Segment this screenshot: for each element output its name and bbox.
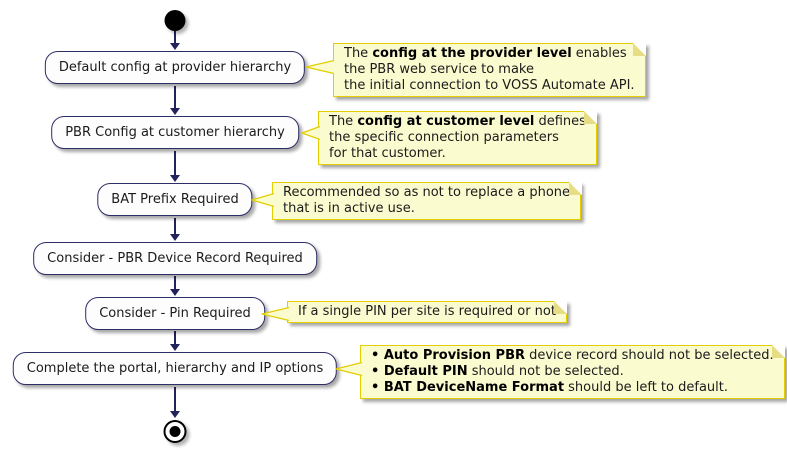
note-tail: [301, 125, 321, 141]
activity-consider-pin-required: Consider - Pin Required: [85, 297, 265, 330]
end-node: [163, 420, 187, 443]
activity-default-provider-config: Default config at provider hierarchy: [44, 51, 306, 84]
note-provider-config: The config at the provider level enables…: [333, 42, 646, 97]
flow-arrow: [170, 387, 180, 418]
flow-arrow: [170, 86, 180, 115]
start-node: [164, 10, 186, 31]
note-tail: [335, 361, 363, 377]
flow-arrow: [170, 218, 180, 241]
flow-arrow: [170, 31, 180, 50]
activity-pbr-customer-config: PBR Config at customer hierarchy: [51, 116, 299, 149]
note-portal-options: • Auto Provision PBR device record shoul…: [360, 344, 785, 399]
note-tail: [251, 192, 275, 208]
flow-arrow: [170, 331, 180, 351]
note-tail: [305, 59, 335, 75]
note-pin-required: If a single PIN per site is required or …: [287, 300, 568, 323]
activity-complete-portal-options: Complete the portal, hierarchy and IP op…: [12, 352, 338, 385]
note-bat-prefix: Recommended so as not to replace a phone…: [272, 181, 582, 220]
flow-arrow: [170, 151, 180, 182]
activity-consider-device-record: Consider - PBR Device Record Required: [33, 242, 317, 275]
note-tail: [261, 306, 290, 322]
activity-bat-prefix-required: BAT Prefix Required: [97, 183, 253, 216]
end-node-dot: [169, 426, 181, 437]
flow-arrow: [170, 276, 180, 296]
